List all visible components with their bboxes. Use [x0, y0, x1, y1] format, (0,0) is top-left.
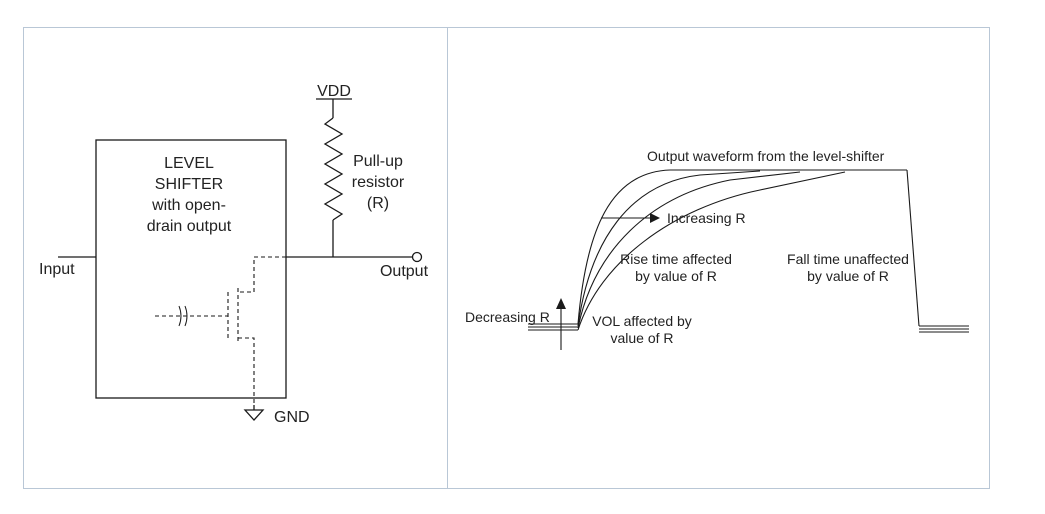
- rise-label-line1: Rise time affected: [620, 251, 732, 267]
- decreasing-r-arrowhead: [556, 298, 566, 309]
- resistor-label-line2: resistor: [352, 174, 405, 191]
- vol-label-line2: value of R: [610, 330, 673, 346]
- open-drain-transistor: [155, 256, 286, 405]
- block-label-line3: with open-: [151, 197, 226, 214]
- left-panel-frame: [23, 27, 448, 489]
- rise-curve-1: [577, 169, 671, 325]
- block-label-line1: LEVEL: [164, 155, 214, 172]
- input-label: Input: [39, 261, 75, 278]
- drain-dashed-path: [238, 256, 286, 293]
- fall-edge: [906, 169, 920, 327]
- source-dashed-path: [238, 337, 255, 405]
- waveform: [528, 169, 969, 350]
- increasing-r-arrowhead: [650, 213, 660, 223]
- decreasing-r-label: Decreasing R: [465, 309, 550, 325]
- output-label: Output: [380, 263, 429, 280]
- block-label-line2: SHIFTER: [155, 176, 223, 193]
- vol-label-line1: VOL affected by: [592, 313, 692, 329]
- gnd-symbol: [243, 405, 265, 421]
- pull-up-resistor-symbol: [323, 117, 344, 221]
- vdd-label: VDD: [317, 83, 351, 100]
- rise-label-line2: by value of R: [635, 268, 717, 284]
- waveform-title: Output waveform from the level-shifter: [647, 148, 885, 164]
- fall-label-line2: by value of R: [807, 268, 889, 284]
- block-label-line4: drain output: [147, 218, 232, 235]
- gate-break-mark: [178, 305, 188, 327]
- gnd-label: GND: [274, 409, 310, 426]
- rise-curve-3: [577, 171, 801, 329]
- fall-label-line1: Fall time unaffected: [787, 251, 909, 267]
- rise-curve-4: [577, 171, 846, 331]
- circuit-schematic: [58, 98, 423, 399]
- resistor-label-line1: Pull-up: [353, 153, 403, 170]
- right-panel-frame: [447, 27, 990, 489]
- level-shifter-block: [95, 139, 287, 399]
- resistor-label-line3: (R): [367, 195, 389, 212]
- increasing-r-label: Increasing R: [667, 210, 746, 226]
- rise-curve-2: [577, 170, 761, 327]
- output-terminal: [411, 251, 423, 263]
